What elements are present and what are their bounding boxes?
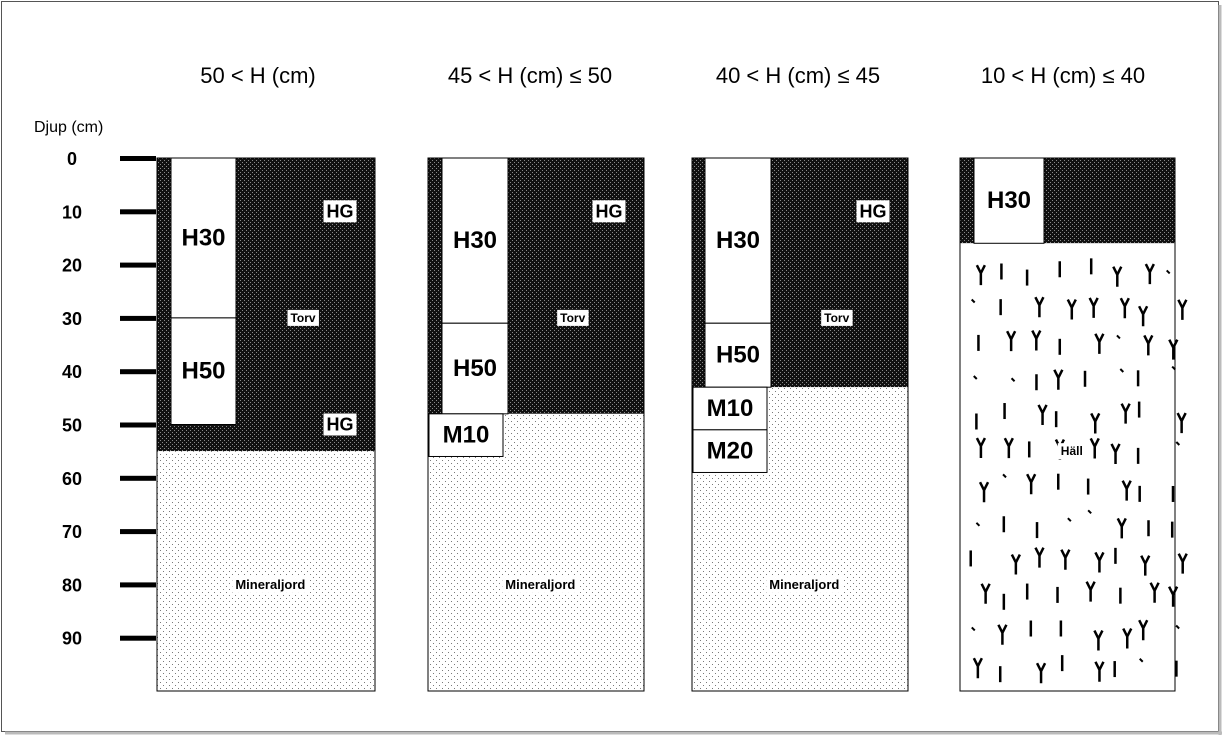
column-header: 45 < H (cm) ≤ 50 (448, 63, 612, 88)
sample-label: H30 (716, 227, 760, 254)
sample-label: M20 (707, 438, 754, 465)
layer-label: Torv (824, 311, 849, 325)
depth-tick-label: 0 (67, 149, 77, 169)
tag-label: HG (327, 201, 354, 221)
layer-label: Torv (560, 311, 585, 325)
layer-label: Torv (290, 311, 315, 325)
layer-label-box: Mineraljord (502, 576, 578, 593)
layer-label-box: Torv (287, 310, 318, 326)
tag-label-box: HG (593, 200, 626, 222)
tag-label: HG (596, 201, 623, 221)
sample-label: M10 (443, 422, 490, 449)
tag-label: HG (327, 415, 354, 435)
column-header: 50 < H (cm) (200, 63, 316, 88)
depth-tick-label: 30 (62, 309, 82, 329)
sample-label: H30 (987, 187, 1031, 214)
soil-layer (960, 243, 1175, 691)
depth-tick-line (120, 636, 156, 641)
layer-label-box: Häll (1058, 443, 1086, 459)
tag-label: HG (860, 201, 887, 221)
layer-label: Mineraljord (505, 577, 575, 592)
depth-tick-line (120, 476, 156, 481)
sample-label: H50 (453, 355, 497, 382)
depth-tick-label: 10 (62, 202, 82, 222)
tag-label-box: HG (324, 200, 357, 222)
sample-label: M10 (707, 395, 754, 422)
sample-label: H50 (716, 342, 760, 369)
sample-label: H50 (181, 358, 225, 385)
sample-label: H30 (453, 227, 497, 254)
depth-tick-label: 80 (62, 575, 82, 595)
column-header: 40 < H (cm) ≤ 45 (716, 63, 880, 88)
depth-tick-label: 40 (62, 362, 82, 382)
layer-label: Häll (1061, 444, 1083, 458)
depth-tick-line (120, 263, 156, 268)
tag-label-box: HG (324, 414, 357, 436)
depth-tick-label: 50 (62, 416, 82, 436)
layer-label-box: Torv (557, 310, 588, 326)
depth-tick-line (120, 582, 156, 587)
layer-label: Mineraljord (235, 577, 305, 592)
depth-tick-label: 60 (62, 469, 82, 489)
depth-tick-label: 70 (62, 522, 82, 542)
layer-label-box: Mineraljord (232, 576, 308, 593)
depth-axis-label: Djup (cm) (34, 119, 103, 136)
depth-tick-line (120, 529, 156, 534)
layer-label-box: Mineraljord (766, 576, 842, 593)
depth-tick-line (120, 316, 156, 321)
layer-label-box: Torv (821, 310, 852, 326)
depth-tick-label: 90 (62, 629, 82, 649)
depth-tick-label: 20 (62, 256, 82, 276)
depth-tick-line (120, 423, 156, 428)
soil-layer (157, 451, 375, 691)
depth-tick-line (120, 209, 156, 214)
layer-label: Mineraljord (769, 577, 839, 592)
frame-shadow-right (1219, 5, 1222, 735)
depth-tick-line (120, 156, 156, 161)
column-header: 10 < H (cm) ≤ 40 (981, 63, 1145, 88)
frame-shadow-bottom (5, 732, 1222, 735)
sample-label: H30 (181, 224, 225, 251)
tag-label-box: HG (857, 200, 890, 222)
depth-tick-line (120, 369, 156, 374)
